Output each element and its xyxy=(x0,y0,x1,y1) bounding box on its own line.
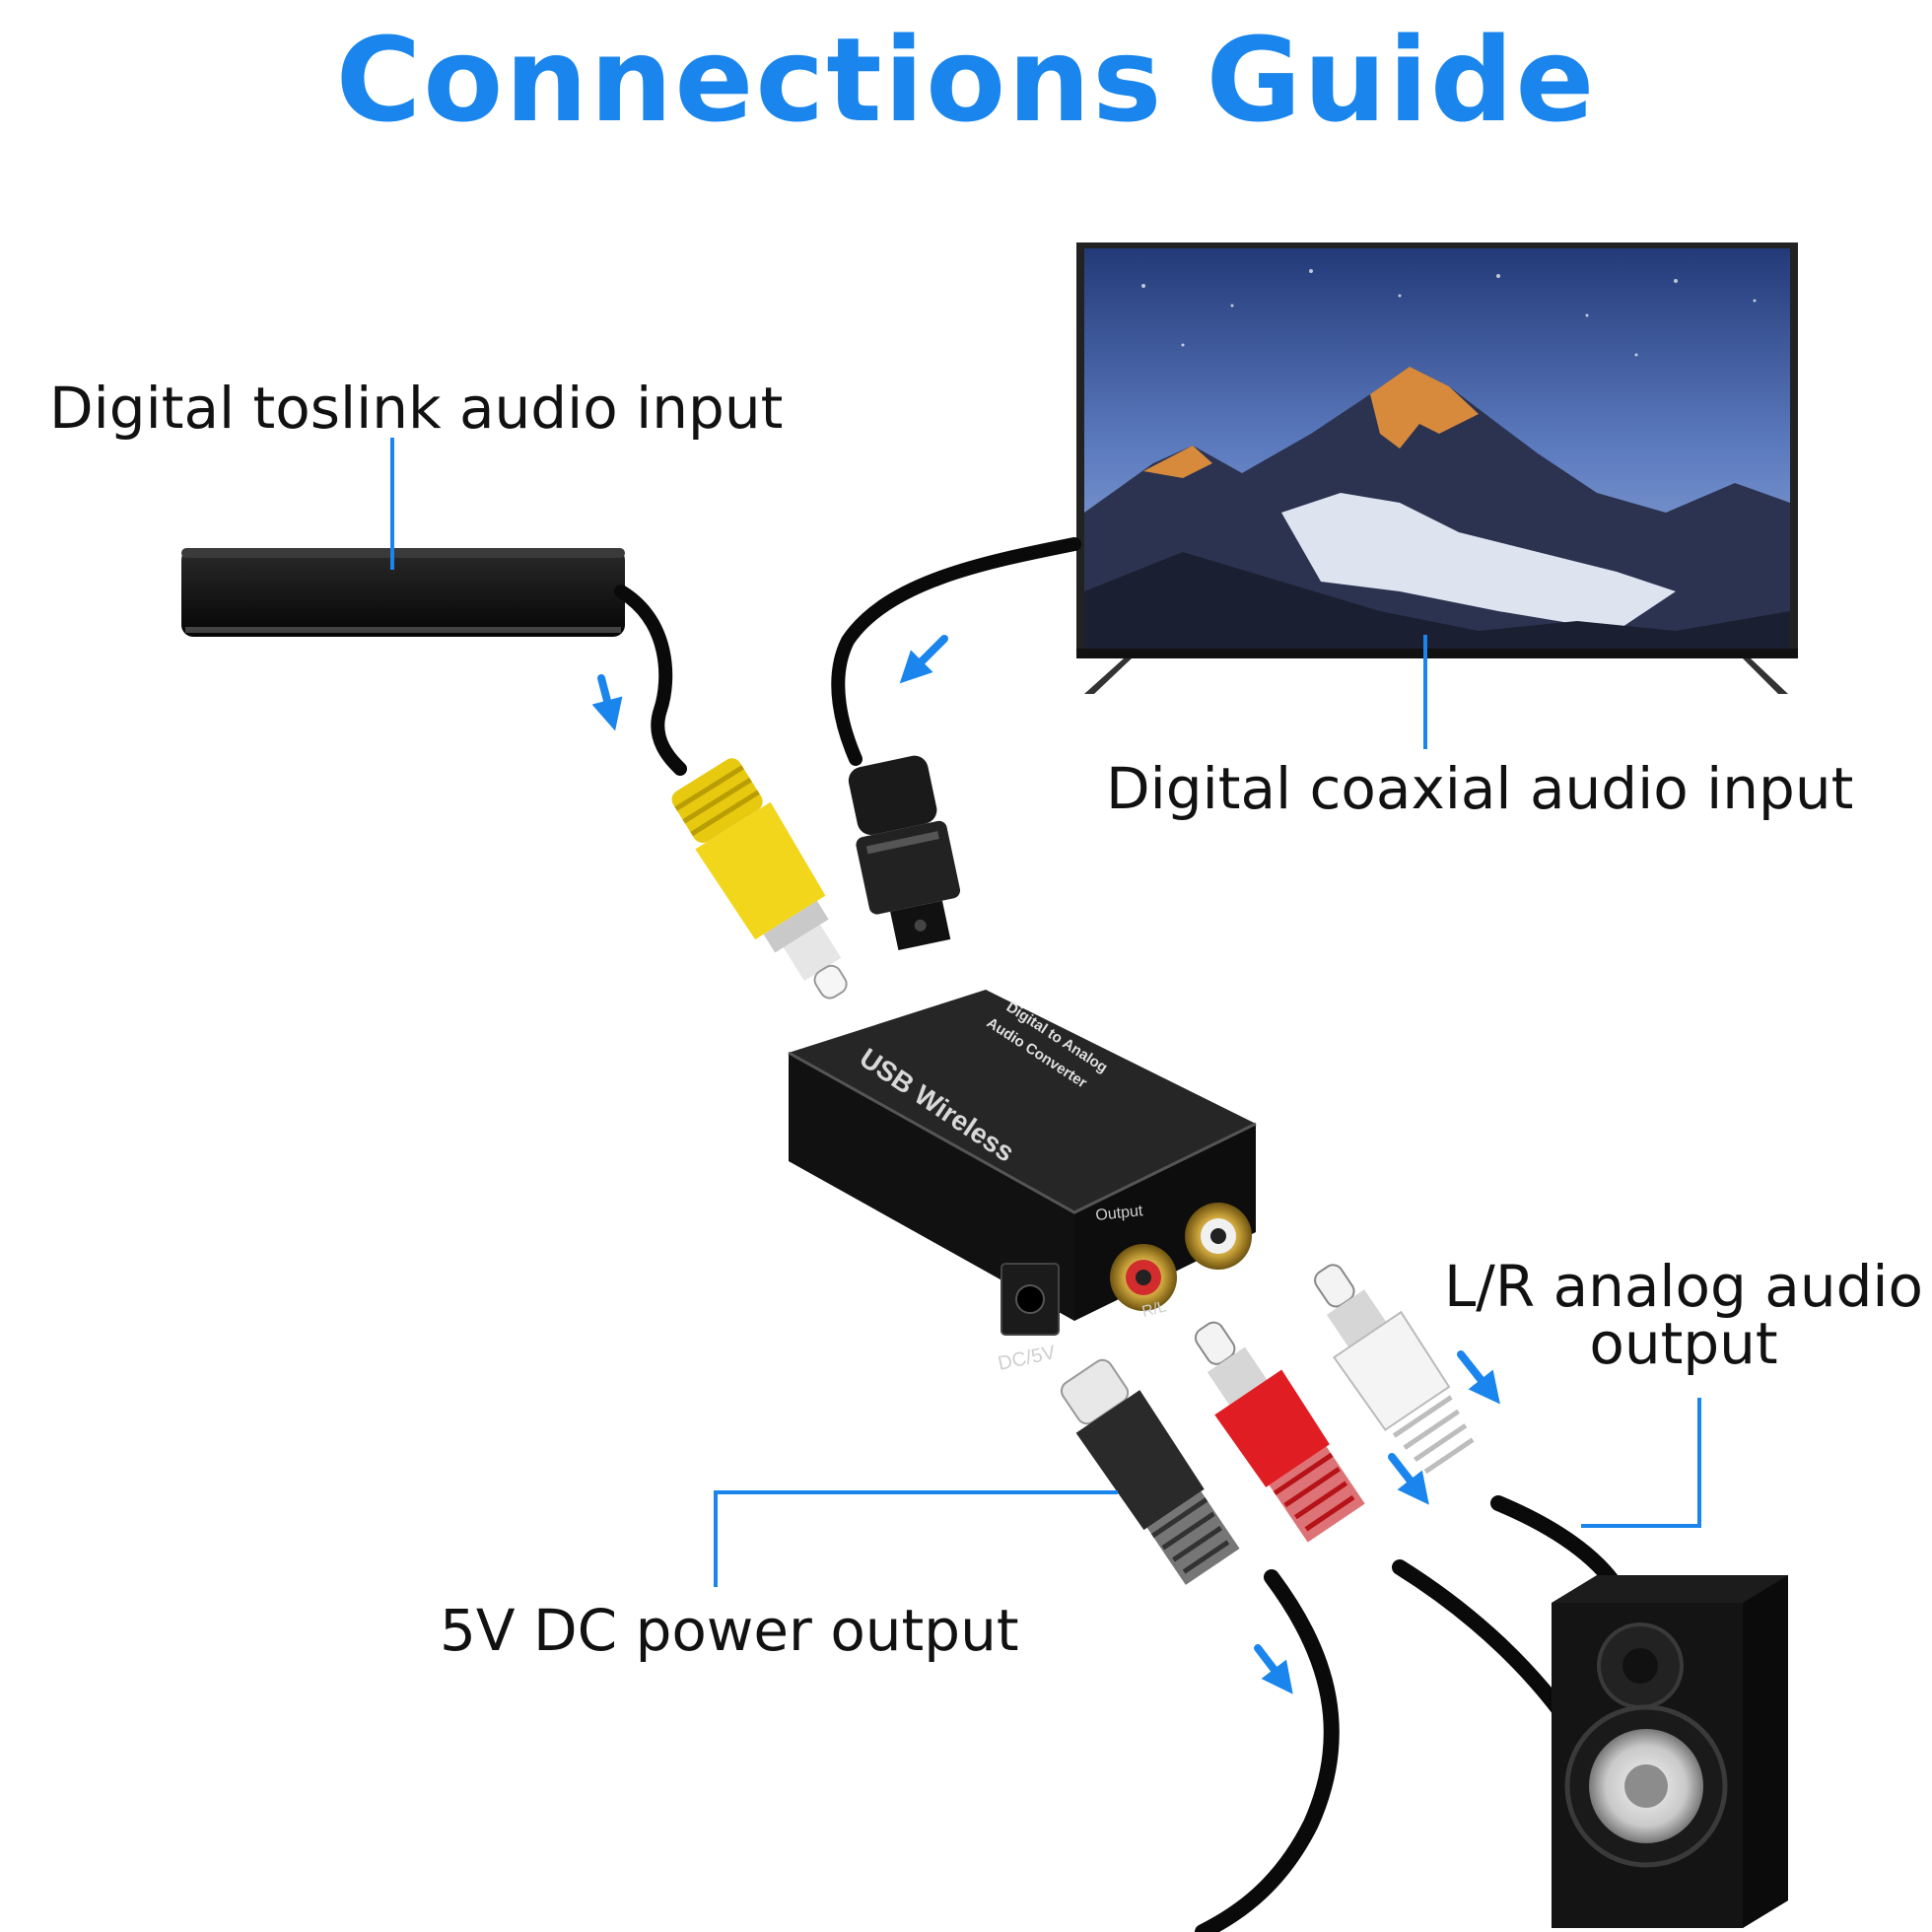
converter-device: Digital to Analog Audio Converter USB Wi… xyxy=(788,990,1257,1375)
label-lr-output: L/R analog audio output xyxy=(1437,1258,1930,1372)
white-rca-plug xyxy=(1314,1264,1475,1475)
device-dc-label: DC/5V xyxy=(996,1342,1058,1375)
page-title: Connections Guide xyxy=(335,12,1597,148)
arrow-down-icon xyxy=(591,635,1500,1694)
label-lr-line2: output xyxy=(1589,1310,1778,1377)
streaming-box-icon xyxy=(181,548,625,637)
label-lr-line1: L/R analog audio xyxy=(1443,1253,1923,1320)
label-toslink-input: Digital toslink audio input xyxy=(49,375,784,442)
label-dc-power-output: 5V DC power output xyxy=(440,1597,1019,1664)
toslink-optical-plug xyxy=(848,755,961,951)
label-coaxial-input: Digital coaxial audio input xyxy=(1106,755,1854,822)
yellow-rca-plug xyxy=(671,758,848,1000)
device-output-label: Output xyxy=(1095,1203,1144,1224)
leader-lines xyxy=(390,438,1701,1587)
dc-power-plug xyxy=(1060,1358,1240,1585)
red-rca-plug xyxy=(1194,1321,1365,1543)
cables xyxy=(614,537,1624,1932)
tv-icon xyxy=(1076,242,1798,694)
device-rl-label: R/L xyxy=(1140,1298,1168,1321)
speaker-icon xyxy=(1552,1575,1788,1928)
